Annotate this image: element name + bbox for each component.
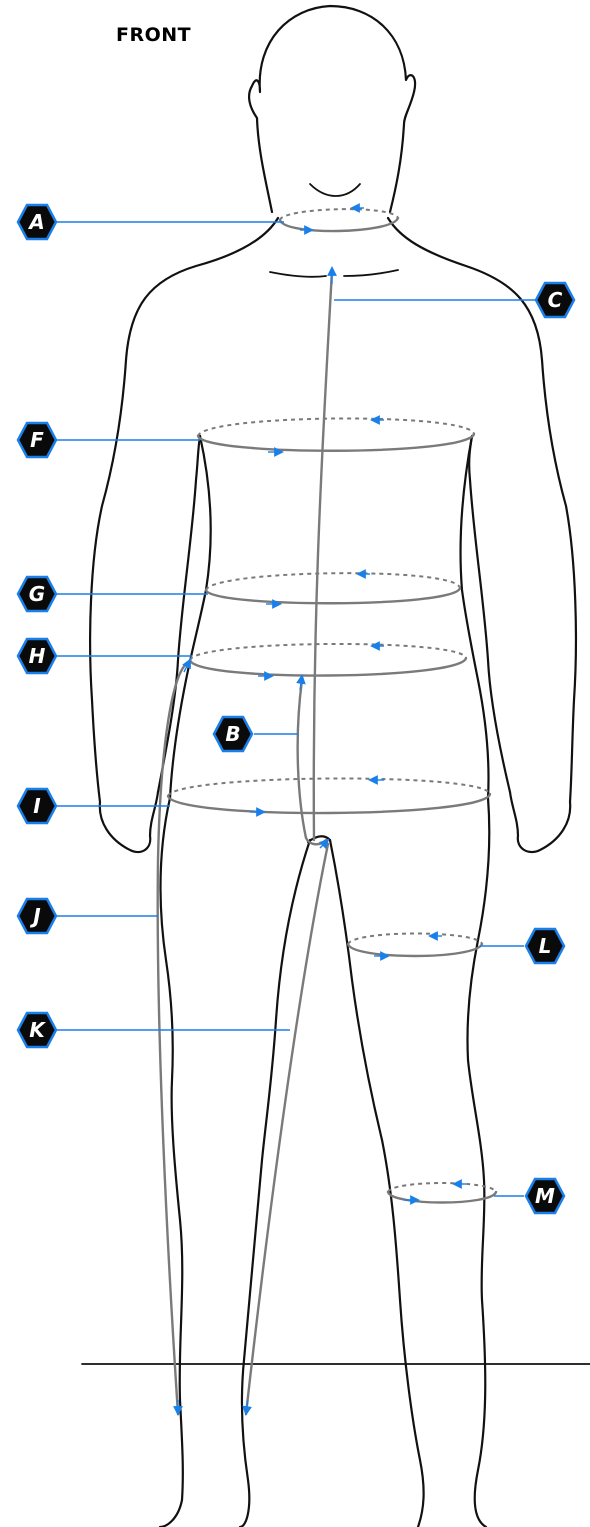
direction-arrows — [178, 208, 466, 1414]
left-leg-outline — [160, 798, 310, 1527]
measurement-tapes — [158, 209, 496, 1414]
right-inner-arm-outline — [469, 436, 510, 792]
label-C: C — [536, 283, 574, 317]
svg-text:G: G — [29, 582, 45, 606]
svg-text:F: F — [30, 428, 44, 452]
left-inner-arm-outline — [158, 436, 200, 792]
left-shoulder-outline — [90, 218, 278, 852]
chin-line — [310, 184, 360, 196]
leader-lines — [56, 222, 536, 1196]
label-L: L — [526, 929, 564, 963]
svg-text:L: L — [539, 934, 552, 958]
label-G: G — [18, 577, 56, 611]
right-collarbone — [344, 270, 398, 276]
label-F: F — [18, 423, 56, 457]
svg-text:C: C — [548, 288, 563, 312]
label-H: H — [18, 639, 56, 673]
svg-text:B: B — [225, 722, 240, 746]
right-leg-outline — [330, 798, 489, 1527]
label-M: M — [526, 1179, 564, 1213]
label-K: K — [18, 1013, 56, 1047]
left-torso-outline — [170, 436, 211, 798]
svg-text:M: M — [535, 1184, 555, 1208]
svg-text:K: K — [29, 1018, 46, 1042]
body-outline — [82, 6, 590, 1527]
svg-text:H: H — [29, 644, 46, 668]
label-I: I — [18, 789, 56, 823]
label-B: B — [214, 717, 252, 751]
label-A: A — [18, 205, 56, 239]
svg-text:I: I — [33, 794, 41, 818]
head-outline — [249, 6, 415, 212]
label-J: J — [18, 899, 56, 933]
left-collarbone — [270, 272, 326, 277]
svg-text:A: A — [27, 210, 44, 234]
